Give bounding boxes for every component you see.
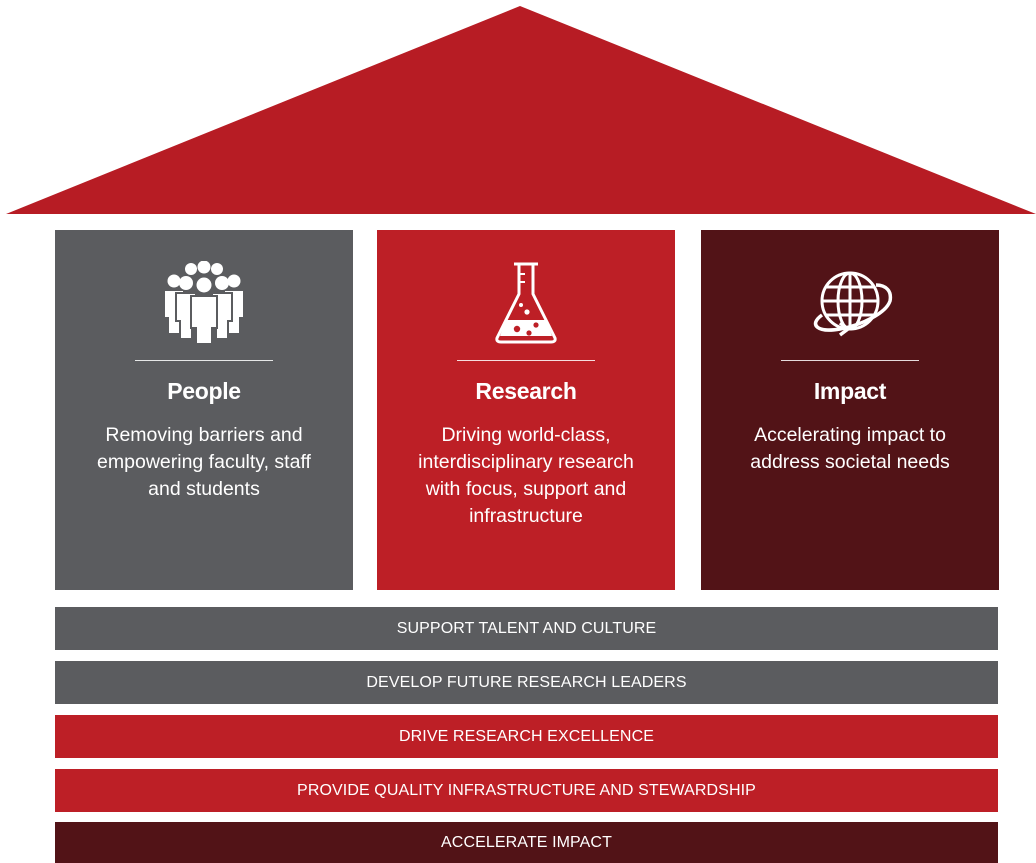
pillar-research: Research Driving world-class, interdisci…	[377, 230, 675, 590]
foundation-band: ACCELERATE IMPACT	[55, 822, 998, 863]
band-label: SUPPORT TALENT AND CULTURE	[396, 619, 657, 637]
foundation-band: PROVIDE QUALITY INFRASTRUCTURE AND STEWA…	[55, 769, 998, 812]
pillar-divider	[135, 360, 273, 361]
foundation-band: SUPPORT TALENT AND CULTURE	[55, 607, 998, 650]
pillar-description: Driving world-class, interdisciplinary r…	[418, 424, 634, 527]
pillar-divider	[781, 360, 919, 361]
band-label: PROVIDE QUALITY INFRASTRUCTURE AND STEWA…	[297, 781, 756, 799]
house-roof	[6, 6, 1036, 214]
pillar-title: Research	[475, 378, 577, 404]
pillar-description: Removing barriers and empowering faculty…	[97, 424, 311, 500]
pillar-description: Accelerating impact to address societal …	[750, 424, 950, 473]
band-label: DRIVE RESEARCH EXCELLENCE	[398, 727, 654, 745]
pillar-title: Impact	[813, 378, 887, 404]
band-label: ACCELERATE IMPACT	[441, 833, 612, 851]
foundation-band: DRIVE RESEARCH EXCELLENCE	[55, 715, 998, 758]
foundation-band: DEVELOP FUTURE RESEARCH LEADERS	[55, 661, 998, 704]
pillar-impact: Impact Accelerating impact to address so…	[701, 230, 999, 590]
pillar-divider	[457, 360, 595, 361]
pillar-title: People	[167, 378, 241, 404]
globe-arrow-icon	[701, 258, 999, 348]
pillar-people: People Removing barriers and empowering …	[55, 230, 353, 590]
people-group-icon	[55, 258, 353, 348]
band-label: DEVELOP FUTURE RESEARCH LEADERS	[366, 673, 687, 691]
flask-icon	[377, 258, 675, 348]
